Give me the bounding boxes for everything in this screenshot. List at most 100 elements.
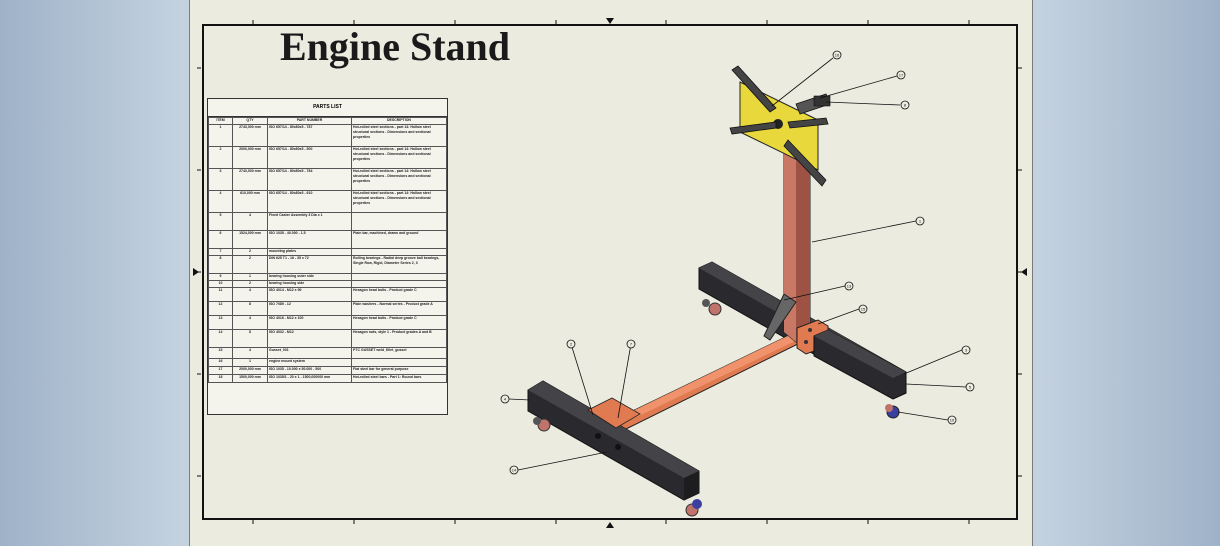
parts-list-cell-qty: 4 [232,347,268,359]
parts-list-cell-qty: 1 [232,358,268,367]
header-qty: QTY [232,117,268,125]
parts-list-cell-description: Hot-rolled steel sections - part 14: Hol… [351,190,447,213]
parts-list-cell-part-number: bearing housing outer side [267,273,352,281]
parts-list-cell-qty: 2743,000 mm [232,124,268,147]
parts-list-cell-description [351,280,447,288]
parts-list-cell-description: Hot-rolled steel sections - part 14: Hol… [351,124,447,147]
parts-list-cell-item: 6 [208,230,233,249]
parts-list-cell-description: Flat steel bar for general purpose [351,366,447,375]
parts-list-cell-description: PTC GUSSET weld_fillet_gusset [351,347,447,359]
parts-list-cell-item: 1 [208,124,233,147]
parts-list-cell-part-number: ISO 657/14 - 80x80x5 - 500 [267,146,352,169]
parts-list-cell-item: 11 [208,287,233,302]
header-description: DESCRIPTION [351,117,447,125]
parts-list-cell-qty: 2 [232,248,268,256]
parts-list-cell-qty: 4 [232,212,268,231]
parts-list-cell-part-number: ISO 657/14 - 80x80x5 - 787 [267,124,352,147]
parts-list-cell-item: 17 [208,366,233,375]
parts-list-cell-description: Hexagon head bolts - Product grade C [351,315,447,330]
parts-list-title: PARTS LIST [208,99,447,117]
parts-list-cell-item: 3 [208,168,233,191]
parts-list-cell-description: Hot-rolled steel bars - Part 1: Round ba… [351,374,447,383]
parts-list-cell-qty: 4 [232,287,268,302]
parts-list-cell-qty: 2 [232,280,268,288]
parts-list-cell-description: Hot-rolled steel sections - part 14: Hol… [351,168,447,191]
parts-list-cell-part-number: ISO 1035 - 40.000 - 1.5 [267,230,352,249]
parts-list-cell-part-number: engine mount system [267,358,352,367]
parts-list-cell-item: 15 [208,347,233,359]
parts-list-cell-qty: 1 [232,273,268,281]
parts-list-cell-part-number: ISO 657/14 - 80x80x5 - 784 [267,168,352,191]
parts-list-cell-part-number: ISO 4016 - M12 x 100 [267,315,352,330]
parts-list-cell-item: 7 [208,248,233,256]
parts-list-cell-qty: 8 [232,301,268,316]
parts-list-cell-part-number: ISO 1035/1 - 20 x 1 - 1500,000000 mm [267,374,352,383]
parts-list-cell-part-number: DIN 625 T1 - 16 - 35 x 72 [267,255,352,274]
parts-list-cell-description [351,248,447,256]
parts-list-cell-part-number: Gusset_001 [267,347,352,359]
parts-list-cell-part-number: mounting plates [267,248,352,256]
parts-list-cell-qty: 1524,000 mm [232,230,268,249]
parts-list-cell-qty: 4 [232,315,268,330]
parts-list-cell-description: Rolling bearings - Radial deep groove ba… [351,255,447,274]
parts-list-cell-description [351,358,447,367]
parts-list-cell-part-number: ISO 4032 - M12 [267,329,352,348]
parts-list-cell-part-number: Fixed Caster Assembly 3 Dia x 1 [267,212,352,231]
parts-list-table: PARTS LIST ITEM QTY PART NUMBER DESCRIPT… [207,98,448,415]
header-part-number: PART NUMBER [267,117,352,125]
parts-list-cell-qty: 2000,000 mm [232,366,268,375]
drawing-title: Engine Stand [279,24,511,69]
drawing-border [202,24,1018,520]
parts-list-cell-description [351,273,447,281]
parts-list-cell-item: 10 [208,280,233,288]
parts-list-header-row: ITEM QTY PART NUMBER DESCRIPTION [208,117,447,125]
parts-list-cell-item: 9 [208,273,233,281]
parts-list-cell-description: Hexagon nuts, style 1 - Product grades A… [351,329,447,348]
parts-list-cell-item: 8 [208,255,233,274]
parts-list-cell-qty: 2000,000 mm [232,146,268,169]
parts-list-cell-item: 2 [208,146,233,169]
parts-list-cell-item: 14 [208,329,233,348]
parts-list-cell-part-number: bearing housing side [267,280,352,288]
parts-list-cell-part-number: ISO 4014 - M12 x 90 [267,287,352,302]
parts-list-cell-qty: 8 [232,329,268,348]
parts-list-cell-item: 13 [208,315,233,330]
parts-list-cell-description: Hot-rolled steel sections - part 14: Hol… [351,146,447,169]
parts-list-cell-description [351,212,447,231]
parts-list-cell-description: Plain bar, machined, drawn and ground [351,230,447,249]
parts-list-cell-description: Plain washers - Normal series - Product … [351,301,447,316]
parts-list-cell-part-number: ISO 1035 - 10.000 x 50.000 - 500 [267,366,352,375]
header-item: ITEM [208,117,233,125]
parts-list-cell-item: 18 [208,374,233,383]
parts-list-cell-item: 16 [208,358,233,367]
parts-list-cell-qty: 610,000 mm [232,190,268,213]
parts-list-cell-item: 5 [208,212,233,231]
parts-list-cell-qty: 2743,000 mm [232,168,268,191]
parts-list-cell-item: 4 [208,190,233,213]
parts-list-cell-description: Hexagon head bolts - Product grade C [351,287,447,302]
parts-list-cell-part-number: ISO 657/14 - 80x80x5 - 610 [267,190,352,213]
parts-list-cell-qty: 1500,000 mm [232,374,268,383]
parts-list-cell-item: 12 [208,301,233,316]
parts-list-cell-qty: 2 [232,255,268,274]
parts-list-cell-part-number: ISO 7089 - 12 [267,301,352,316]
